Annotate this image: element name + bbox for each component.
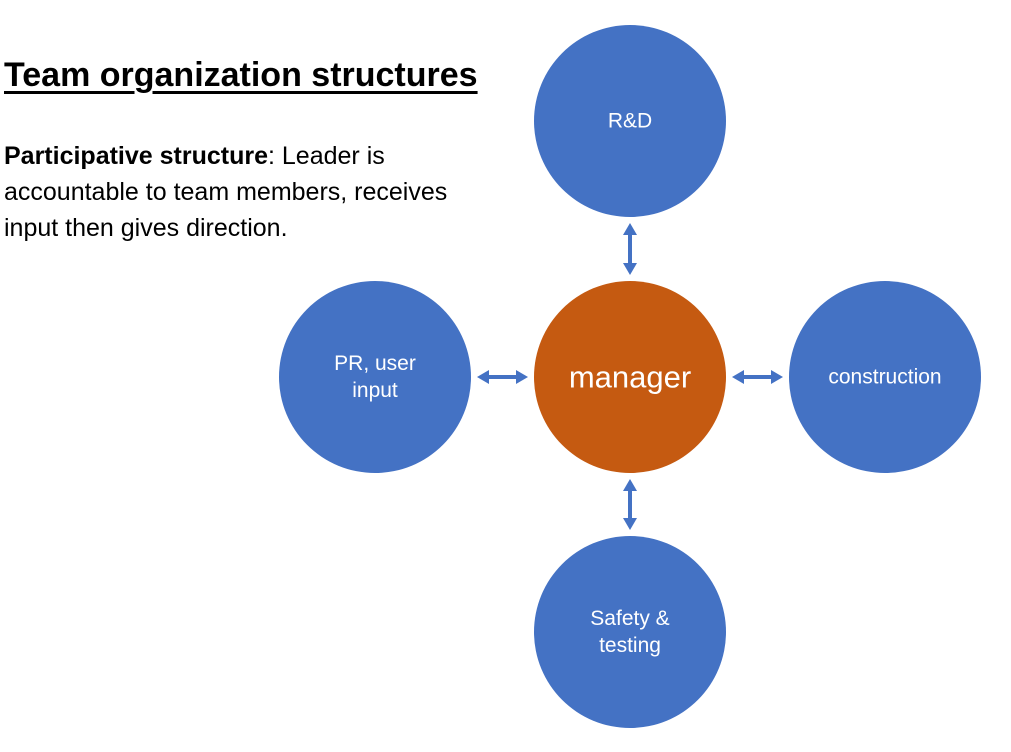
arrow-left-center-head-start xyxy=(477,370,489,384)
structure-term: Participative structure xyxy=(4,142,268,170)
arrow-top-center-head-end xyxy=(623,263,637,275)
connector-arrows xyxy=(477,223,783,530)
structure-description: Participative structure: Leader is accou… xyxy=(4,138,504,246)
arrow-right-center-head-end xyxy=(732,370,744,384)
bottom-node-label: testing xyxy=(599,634,661,657)
arrow-left-center-head-end xyxy=(516,370,528,384)
bottom-node-label: Safety & xyxy=(590,607,669,630)
left-node-circle xyxy=(279,281,471,473)
structure-definition: Leader is accountable to team members, r… xyxy=(4,142,448,242)
arrow-left-center xyxy=(477,370,528,384)
arrow-bottom-center-head-start xyxy=(623,518,637,530)
node-right: construction xyxy=(789,281,981,473)
center-node-circle xyxy=(534,281,726,473)
node-bottom: Safety & testing xyxy=(534,536,726,728)
arrow-top-center xyxy=(623,223,637,275)
left-node-label: input xyxy=(352,379,398,402)
bottom-node-circle xyxy=(534,536,726,728)
arrow-top-center-head-start xyxy=(623,223,637,235)
right-node-circle xyxy=(789,281,981,473)
center-node-label: manager xyxy=(569,360,691,395)
node-center: manager xyxy=(534,281,726,473)
arrow-right-center xyxy=(732,370,783,384)
node-left: PR, user input xyxy=(279,281,471,473)
slide-title: Team organization structures xyxy=(4,56,478,94)
top-node-circle xyxy=(534,25,726,217)
left-node-label: PR, user xyxy=(334,352,416,375)
right-node-label: construction xyxy=(828,366,941,389)
arrow-right-center-head-start xyxy=(771,370,783,384)
arrow-bottom-center-head-end xyxy=(623,479,637,491)
arrow-bottom-center xyxy=(623,479,637,530)
node-top: R&D xyxy=(534,25,726,217)
top-node-label: R&D xyxy=(608,110,652,133)
term-separator: : xyxy=(268,142,275,170)
